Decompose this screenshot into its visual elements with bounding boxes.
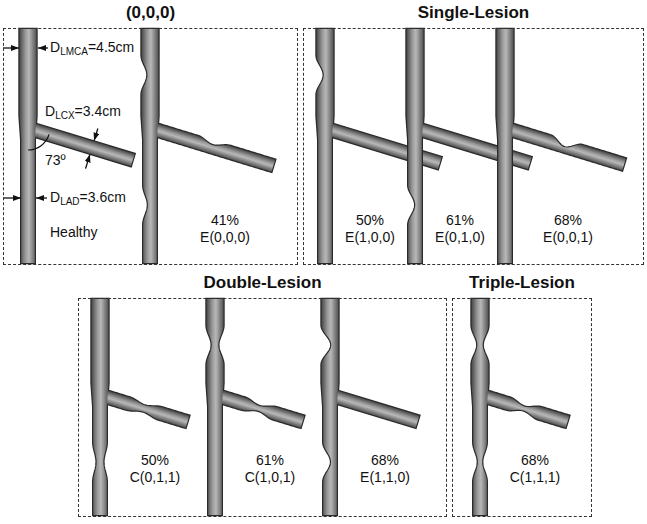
label-text: E(0,0,0) (200, 229, 250, 246)
label-text: 61% (435, 212, 485, 229)
lmca-lad-trunk (20, 29, 37, 263)
subscript-text: LMCA (60, 46, 88, 57)
dimension-label: DLAD=3.6cm (50, 189, 126, 208)
artery-model (20, 29, 135, 263)
case-label: 50%C(0,1,1) (130, 452, 181, 486)
label-text: C(1,1,1) (510, 469, 561, 486)
case-label: 61%E(0,1,0) (435, 212, 485, 246)
group-heading: Triple-Lesion (433, 273, 611, 293)
case-label: 68%C(1,1,1) (510, 452, 561, 486)
artery-model (92, 299, 190, 515)
label-text: D (50, 39, 60, 55)
vessel-outline (472, 299, 489, 515)
group-heading: (0,0,0) (0, 3, 317, 23)
label-text: 50% (130, 452, 181, 469)
artery-model (142, 29, 276, 263)
vessel-outline (328, 389, 419, 428)
lmca-lad-trunk (472, 299, 489, 515)
lcx-branch (213, 389, 304, 428)
label-text: 68% (360, 452, 410, 469)
angle-label: 73º (45, 152, 66, 169)
case-label: 50%E(1,0,0) (345, 212, 395, 246)
artery-model (317, 29, 442, 263)
lmca-lad-trunk (407, 29, 424, 263)
lcx-branch (328, 389, 419, 428)
lmca-lad-trunk (322, 299, 339, 515)
label-text: 50% (345, 212, 395, 229)
dimension-arrow (3, 47, 19, 48)
case-label: 68%E(0,0,1) (543, 212, 593, 246)
vessel-outline (26, 122, 134, 166)
lmca-lad-trunk (317, 29, 334, 263)
label-text: 68% (543, 212, 593, 229)
label-text: C(1,0,1) (245, 469, 296, 486)
label-text: C(0,1,1) (130, 469, 181, 486)
label-text: E(0,0,1) (543, 229, 593, 246)
vessel-outline (142, 29, 159, 263)
vessel-outline (92, 299, 109, 515)
model-name: Healthy (50, 224, 97, 241)
angle-arc (28, 134, 49, 150)
label-text: 61% (245, 452, 296, 469)
vessel-outline (20, 29, 37, 263)
vessel-outline (497, 29, 514, 263)
vessel-outline (503, 122, 626, 171)
dimension-arrow (94, 128, 98, 140)
artery-model (322, 299, 420, 515)
subscript-text: LCX (55, 110, 74, 121)
case-label: 61%C(1,0,1) (245, 452, 296, 486)
lmca-lad-trunk (92, 299, 109, 515)
lmca-lad-trunk (142, 29, 159, 263)
lcx-branch (503, 122, 626, 171)
lcx-branch (26, 122, 134, 166)
vessel-outline (322, 299, 339, 515)
artery-model (207, 299, 305, 515)
vessel-outline (407, 29, 424, 263)
vessel-outline (213, 389, 304, 428)
case-label: 41%E(0,0,0) (200, 212, 250, 246)
group-box: (0,0,0) (3, 28, 298, 265)
label-text: =3.4cm (75, 103, 121, 119)
label-text: 73º (45, 152, 66, 168)
label-text: D (45, 103, 55, 119)
dimension-label: DLMCA=4.5cm (50, 39, 134, 58)
artery-model (472, 299, 570, 515)
lcx-branch (98, 389, 189, 428)
label-text: E(0,1,0) (435, 229, 485, 246)
vessel-outline (317, 29, 334, 263)
dimension-arrow (86, 154, 90, 168)
vessel-outline (478, 389, 569, 428)
group-heading: Double-Lesion (59, 273, 466, 293)
artery-model (407, 29, 532, 263)
label-text: 41% (200, 212, 250, 229)
dimension-arrow (3, 197, 21, 198)
case-label: 68%E(1,1,0) (360, 452, 410, 486)
dimension-label: DLCX=3.4cm (45, 103, 121, 122)
label-text: E(1,1,0) (360, 469, 410, 486)
label-text: 68% (510, 452, 561, 469)
dimension-arrow (36, 197, 47, 198)
label-text: =4.5cm (88, 39, 134, 55)
label-text: =3.6cm (80, 189, 126, 205)
lmca-lad-trunk (497, 29, 514, 263)
lcx-branch (148, 122, 275, 172)
vessel-outline (148, 122, 275, 172)
dimension-arrow (38, 47, 48, 48)
label-text: E(1,0,0) (345, 229, 395, 246)
lcx-branch (478, 389, 569, 428)
subscript-text: LAD (60, 196, 79, 207)
group-heading: Single-Lesion (284, 3, 647, 23)
vessel-outline (98, 389, 189, 428)
artery-model (497, 29, 626, 263)
label-text: Healthy (50, 224, 97, 240)
lmca-lad-trunk (207, 299, 224, 515)
label-text: D (50, 189, 60, 205)
vessel-outline (207, 299, 224, 515)
